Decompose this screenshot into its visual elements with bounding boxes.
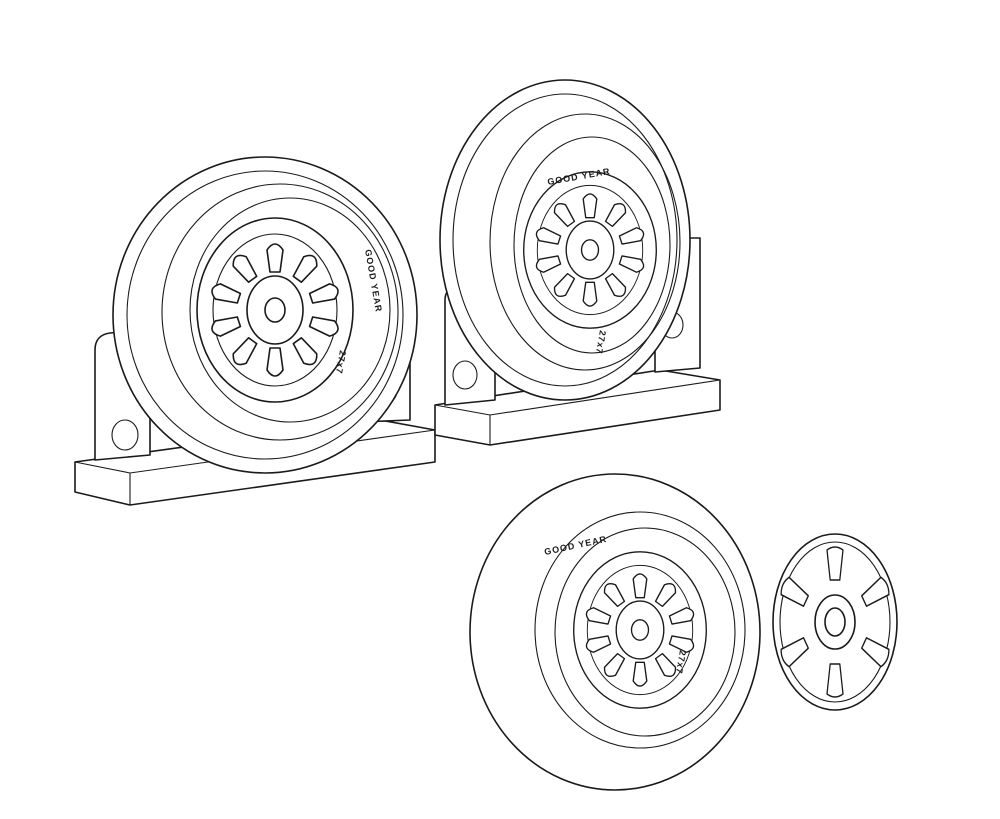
hub-cap: [772, 533, 898, 711]
tire-size-label: 27x7: [674, 650, 688, 675]
tire-size-label: 27x7: [334, 350, 348, 375]
left-wheel-on-stand: GOOD YEAR 27x7: [74, 156, 436, 506]
loose-wheel: GOOD YEAR 27x7: [469, 473, 761, 791]
middle-wheel-on-stand: GOOD YEAR 27x7: [434, 79, 721, 446]
tire-size-label: 27x7: [594, 330, 608, 355]
